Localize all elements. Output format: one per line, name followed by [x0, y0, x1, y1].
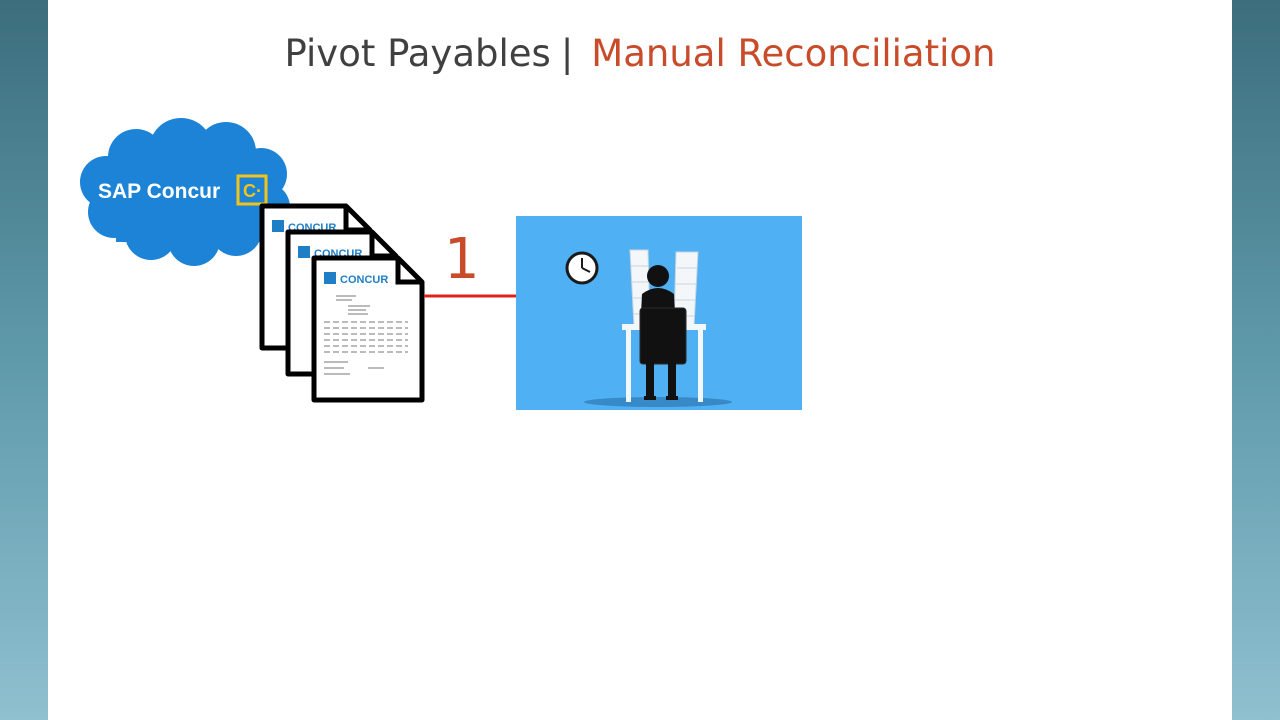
left-side-bar	[0, 0, 48, 720]
sap-concur-cloud-icon: SAP Concur C·	[80, 118, 290, 266]
person-at-desk-icon	[622, 265, 706, 402]
logo-letter: C·	[243, 181, 262, 201]
title-highlight: Manual Reconciliation	[591, 32, 996, 75]
document-label: CONCUR	[340, 274, 388, 286]
clock-icon	[565, 251, 599, 285]
document-icon: CONCUR	[311, 255, 425, 403]
title-prefix: Pivot Payables	[284, 32, 551, 75]
worker-illustration	[516, 216, 802, 410]
slide-title: Pivot Payables| Manual Reconciliation	[48, 30, 1232, 78]
title-separator: |	[560, 32, 574, 75]
slide-canvas: Pivot Payables| Manual Reconciliation SAP…	[48, 0, 1232, 720]
cloud-label: SAP Concur	[98, 180, 220, 203]
right-side-bar	[1232, 0, 1280, 720]
concur-logo-icon: C·	[236, 174, 268, 206]
concur-documents: CONCUR CONCUR CONCUR	[259, 203, 425, 403]
step-number: 1	[444, 227, 480, 292]
